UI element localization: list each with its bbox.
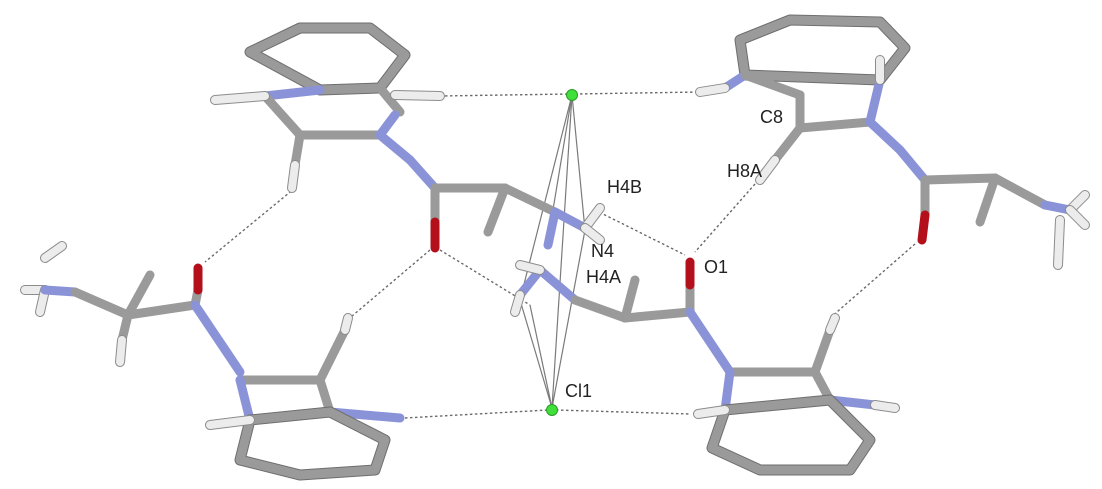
- benzimidazole-top-right: [695, 14, 911, 185]
- benzimidazole-top-left: [210, 22, 445, 193]
- ammonium-chain-left: [20, 241, 245, 377]
- chloride-contact-lines: [519, 94, 586, 409]
- amide-chain-center: [510, 257, 735, 377]
- label-h4a: H4A: [586, 267, 622, 287]
- label-cl1: Cl1: [565, 381, 593, 401]
- label-o1: O1: [704, 257, 729, 277]
- label-n4: N4: [591, 241, 615, 261]
- benzimidazole-bottom-left: [205, 313, 405, 481]
- label-h8a: H8A: [727, 161, 763, 181]
- label-h4b: H4B: [607, 177, 643, 197]
- chloride-ion-bottom: [546, 404, 558, 416]
- benzimidazole-bottom-right: [693, 313, 900, 476]
- amide-chain-middle: [405, 155, 605, 253]
- hydrogen-bond-lines: [204, 91, 916, 419]
- label-c8: C8: [760, 107, 784, 127]
- amide-chain-right: [895, 145, 1090, 270]
- chloride-ion-top: [566, 89, 578, 101]
